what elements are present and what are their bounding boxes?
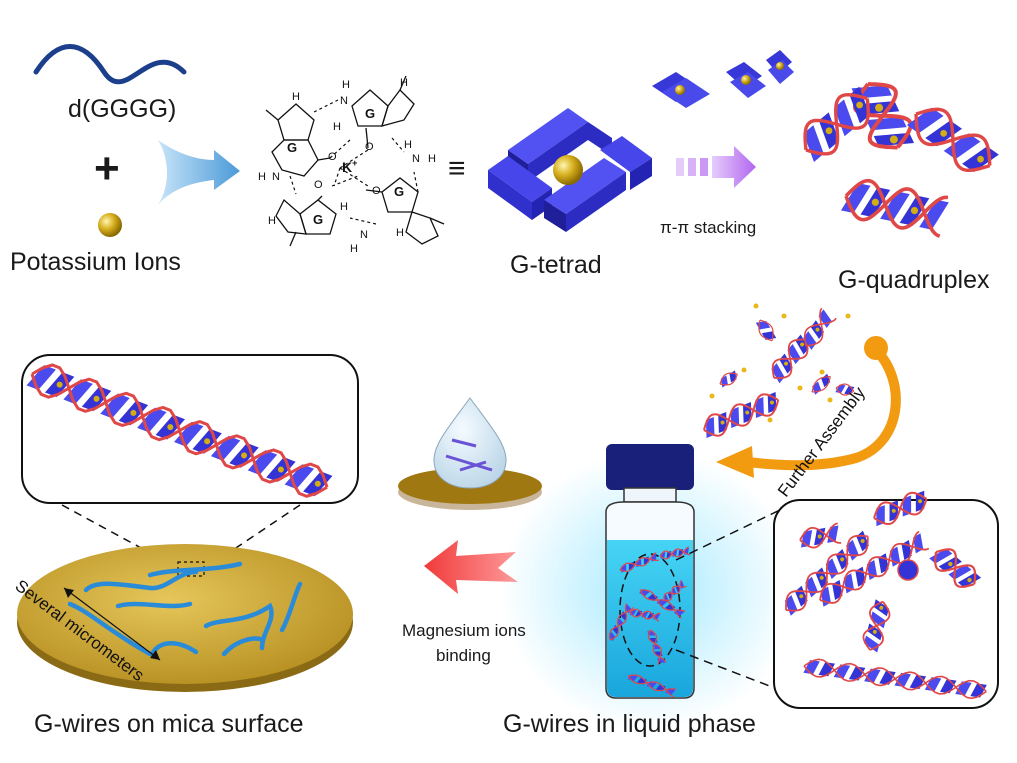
potassium-ion-icon <box>98 213 122 237</box>
dna-strand-wave-icon <box>33 44 187 85</box>
scale-bar <box>63 587 161 661</box>
atom-h-label: H <box>258 171 266 183</box>
g-quadruplex-cluster-icon <box>803 82 999 238</box>
equivalence-sign: ≡ <box>448 152 466 185</box>
scale-bar-arrowhead <box>64 588 74 598</box>
further-assembly-label: Further Assembly <box>774 383 869 500</box>
stacking-arrow-icon <box>676 146 756 188</box>
atom-h-label: H <box>333 121 341 133</box>
atom-h-label: H <box>350 243 358 255</box>
dna-sequence-label: d(GGGG) <box>68 95 177 123</box>
liquid-phase-g-wires-icon <box>784 490 987 700</box>
zoom-guide-line <box>675 509 781 561</box>
atom-n-label: N <box>272 171 280 183</box>
atom-h-label: H <box>404 139 412 151</box>
atom-o-label: O <box>328 151 337 163</box>
g-wires-liquid-label: G-wires in liquid phase <box>503 710 756 738</box>
guanine-letters: G G G G <box>287 106 404 227</box>
magnesium-binding-label-line1: Magnesium ions <box>402 621 526 640</box>
chemical-atom-labels: H H H N H O O H N O O N H H H H N H H <box>258 77 436 255</box>
combine-arrow-icon <box>158 140 240 205</box>
g-tetrad-label: G-tetrad <box>510 251 602 279</box>
g-wires-in-vial-icon <box>608 546 691 698</box>
atom-h-label: H <box>400 77 408 89</box>
zoom-guide-line <box>205 504 301 569</box>
atom-o-label: O <box>365 141 374 153</box>
g-wires-on-mica-label: G-wires on mica surface <box>34 710 304 738</box>
stacking-label: π-π stacking <box>660 218 757 237</box>
atom-n-label: N <box>360 229 368 241</box>
g-tetrad-chemical-structure <box>265 75 445 247</box>
guanine-letter: G <box>394 184 404 199</box>
atom-h-label: H <box>428 153 436 165</box>
atom-n-label: N <box>340 95 348 107</box>
atom-n-label: N <box>412 153 420 165</box>
atom-h-label: H <box>340 201 348 213</box>
zoom-guide-line <box>675 649 781 691</box>
magnesium-binding-label-line2: binding <box>436 646 491 665</box>
scale-bar-arrowhead <box>150 650 160 660</box>
further-assembly-arrow-icon <box>716 336 901 478</box>
magnesium-binding-arrow-icon <box>424 540 518 594</box>
hoogsteen-hydrogen-bonds <box>289 99 419 225</box>
g-wire-helix-zoom-icon <box>26 363 333 498</box>
mica-surface-icon <box>17 544 353 692</box>
potassium-ion-center-label: K+ <box>342 158 357 175</box>
atom-h-label: H <box>342 79 350 91</box>
atom-o-label: O <box>372 185 381 197</box>
vial-icon <box>605 444 695 699</box>
droplet-on-substrate-icon <box>398 397 542 510</box>
guanine-letter: G <box>287 140 297 155</box>
atom-h-label: H <box>396 227 404 239</box>
g-quadruplex-label: G-quadruplex <box>838 266 990 294</box>
atom-o-label: O <box>314 179 323 191</box>
assembling-fragments-icon <box>703 303 855 439</box>
stacked-tetrads-small-icon <box>652 50 794 108</box>
atom-h-label: H <box>268 215 276 227</box>
g-wires-on-mica-icon <box>67 561 303 657</box>
guanine-letter: G <box>313 212 323 227</box>
guanine-letter: G <box>365 106 375 121</box>
plus-sign: + <box>94 144 120 193</box>
potassium-ions-label: Potassium Ions <box>10 248 181 276</box>
atom-h-label: H <box>292 91 300 103</box>
g-tetrad-3d-icon <box>488 108 652 232</box>
